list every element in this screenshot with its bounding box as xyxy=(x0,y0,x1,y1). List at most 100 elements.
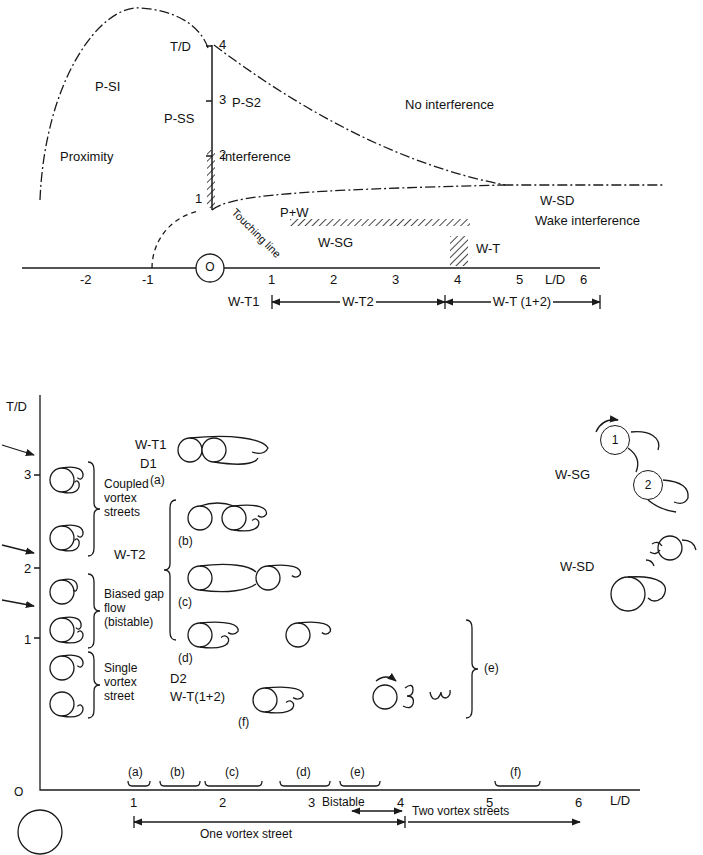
regime-code: P-S2 xyxy=(232,96,261,111)
cylinder xyxy=(50,526,74,550)
pointer-arrow xyxy=(2,445,34,455)
shear-layer xyxy=(265,687,303,699)
shear-layer xyxy=(62,655,83,667)
origin-label: O xyxy=(14,786,23,800)
range-label: Two vortex streets xyxy=(412,805,509,819)
cylinder xyxy=(658,536,682,560)
axis-tick-label: 3 xyxy=(308,796,315,811)
axis-tick-label: 4 xyxy=(219,38,226,53)
shear-layer xyxy=(200,622,238,634)
axis-title: T/D xyxy=(170,40,191,55)
shear-layer xyxy=(628,448,638,472)
axis-tick-label: 1 xyxy=(130,796,137,811)
axis-tick-label: 3 xyxy=(392,273,399,288)
axis-regime-letter: (b) xyxy=(170,766,185,780)
range-label: W-T1 xyxy=(228,295,260,310)
region-label: interference xyxy=(222,150,291,165)
range-label: W-T2 xyxy=(340,295,376,310)
cylinder xyxy=(188,566,212,590)
shear-layer xyxy=(298,622,330,634)
shear-layer xyxy=(265,701,294,713)
bistable-arrow xyxy=(352,810,402,811)
shear-layer xyxy=(234,519,259,531)
hatched-boundary xyxy=(207,150,215,208)
shear-layer xyxy=(190,436,268,453)
shear-layer xyxy=(200,584,256,592)
axis-tick-label: 3 xyxy=(24,468,31,483)
proximity-wake-boundary xyxy=(212,185,505,210)
shear-layer xyxy=(62,467,83,479)
shear-layer xyxy=(200,503,234,506)
no-interference-boundary xyxy=(214,45,665,185)
cylinder xyxy=(50,618,74,642)
regime-code: P+W xyxy=(280,206,309,221)
range-label: W-T (1+2) xyxy=(491,295,553,310)
cylinder xyxy=(50,692,74,716)
range-ticks xyxy=(134,816,405,828)
pointer-arrow xyxy=(2,545,34,553)
cylinder xyxy=(256,566,280,590)
axis-regime-letter: (f) xyxy=(510,766,521,780)
cylinder xyxy=(202,438,226,462)
w-sg-hatched-strip xyxy=(290,219,470,226)
sketch-letter: (d) xyxy=(178,652,193,666)
touching-circle xyxy=(152,211,200,268)
axis-ticks xyxy=(206,46,212,156)
range-label: Bistable xyxy=(322,796,365,810)
shear-layer xyxy=(200,564,256,572)
cylinder xyxy=(188,623,212,647)
axis-tick-label: 2 xyxy=(219,796,226,811)
shear-layer xyxy=(234,505,266,517)
cylinder xyxy=(222,506,246,530)
group-brace xyxy=(88,574,100,648)
shear-layer xyxy=(648,500,676,512)
axis-regime-letter: (a) xyxy=(128,766,143,780)
two-street-range xyxy=(408,821,580,822)
shear-layer xyxy=(631,432,659,450)
cylinder-number: 2 xyxy=(645,479,652,491)
numbered-cylinder: 2 xyxy=(633,470,663,500)
regime-code: D2 xyxy=(170,672,187,687)
region-label: Wake interference xyxy=(535,214,640,229)
regime-code: D1 xyxy=(140,457,157,472)
regime-code: W-T2 xyxy=(114,548,146,563)
shear-layer xyxy=(62,539,79,551)
axis-regime-letter: (c) xyxy=(225,766,239,780)
cylinder xyxy=(373,685,397,709)
region-label: Proximity xyxy=(60,150,113,165)
regime-code: W-T(1+2) xyxy=(170,690,225,705)
sketch-letter: (f) xyxy=(238,716,249,730)
regime-code: W-SG xyxy=(555,468,590,483)
group-label: Biased gap flow (bistable) xyxy=(104,588,166,629)
region-label: No interference xyxy=(405,98,494,113)
regime-code: P-SI xyxy=(95,80,120,95)
numbered-cylinder: 1 xyxy=(600,425,630,455)
axis-tick-label: 1 xyxy=(268,273,275,288)
regime-code: P-SS xyxy=(164,112,194,127)
axis-tick-label: 1 xyxy=(195,192,202,207)
axis-tick-label: -1 xyxy=(142,273,154,288)
sketch-letter: (b) xyxy=(178,535,193,549)
reference-cylinder xyxy=(196,254,224,282)
shear-layer xyxy=(682,540,696,550)
axis-tick-label: 4 xyxy=(397,796,404,811)
axis-regime-letter: (e) xyxy=(350,766,365,780)
shear-layer xyxy=(214,458,258,464)
sketch-letter: (e) xyxy=(484,662,499,676)
axis-title: L/D xyxy=(610,794,630,809)
cylinder xyxy=(50,580,74,604)
axis-title: T/D xyxy=(6,400,27,415)
pointer-arrow xyxy=(2,600,34,606)
proximity-boundary xyxy=(40,8,208,200)
regime-code: W-SD xyxy=(540,194,574,209)
group-brace xyxy=(88,462,100,556)
sketch-letter: (a) xyxy=(150,474,165,488)
shear-layer xyxy=(62,631,83,643)
axis-tick-label: 3 xyxy=(219,93,226,108)
axis-tick-label: 1 xyxy=(24,633,31,648)
shear-layer xyxy=(268,565,300,577)
cylinder xyxy=(178,438,202,462)
vortex-squiggle xyxy=(403,685,413,707)
